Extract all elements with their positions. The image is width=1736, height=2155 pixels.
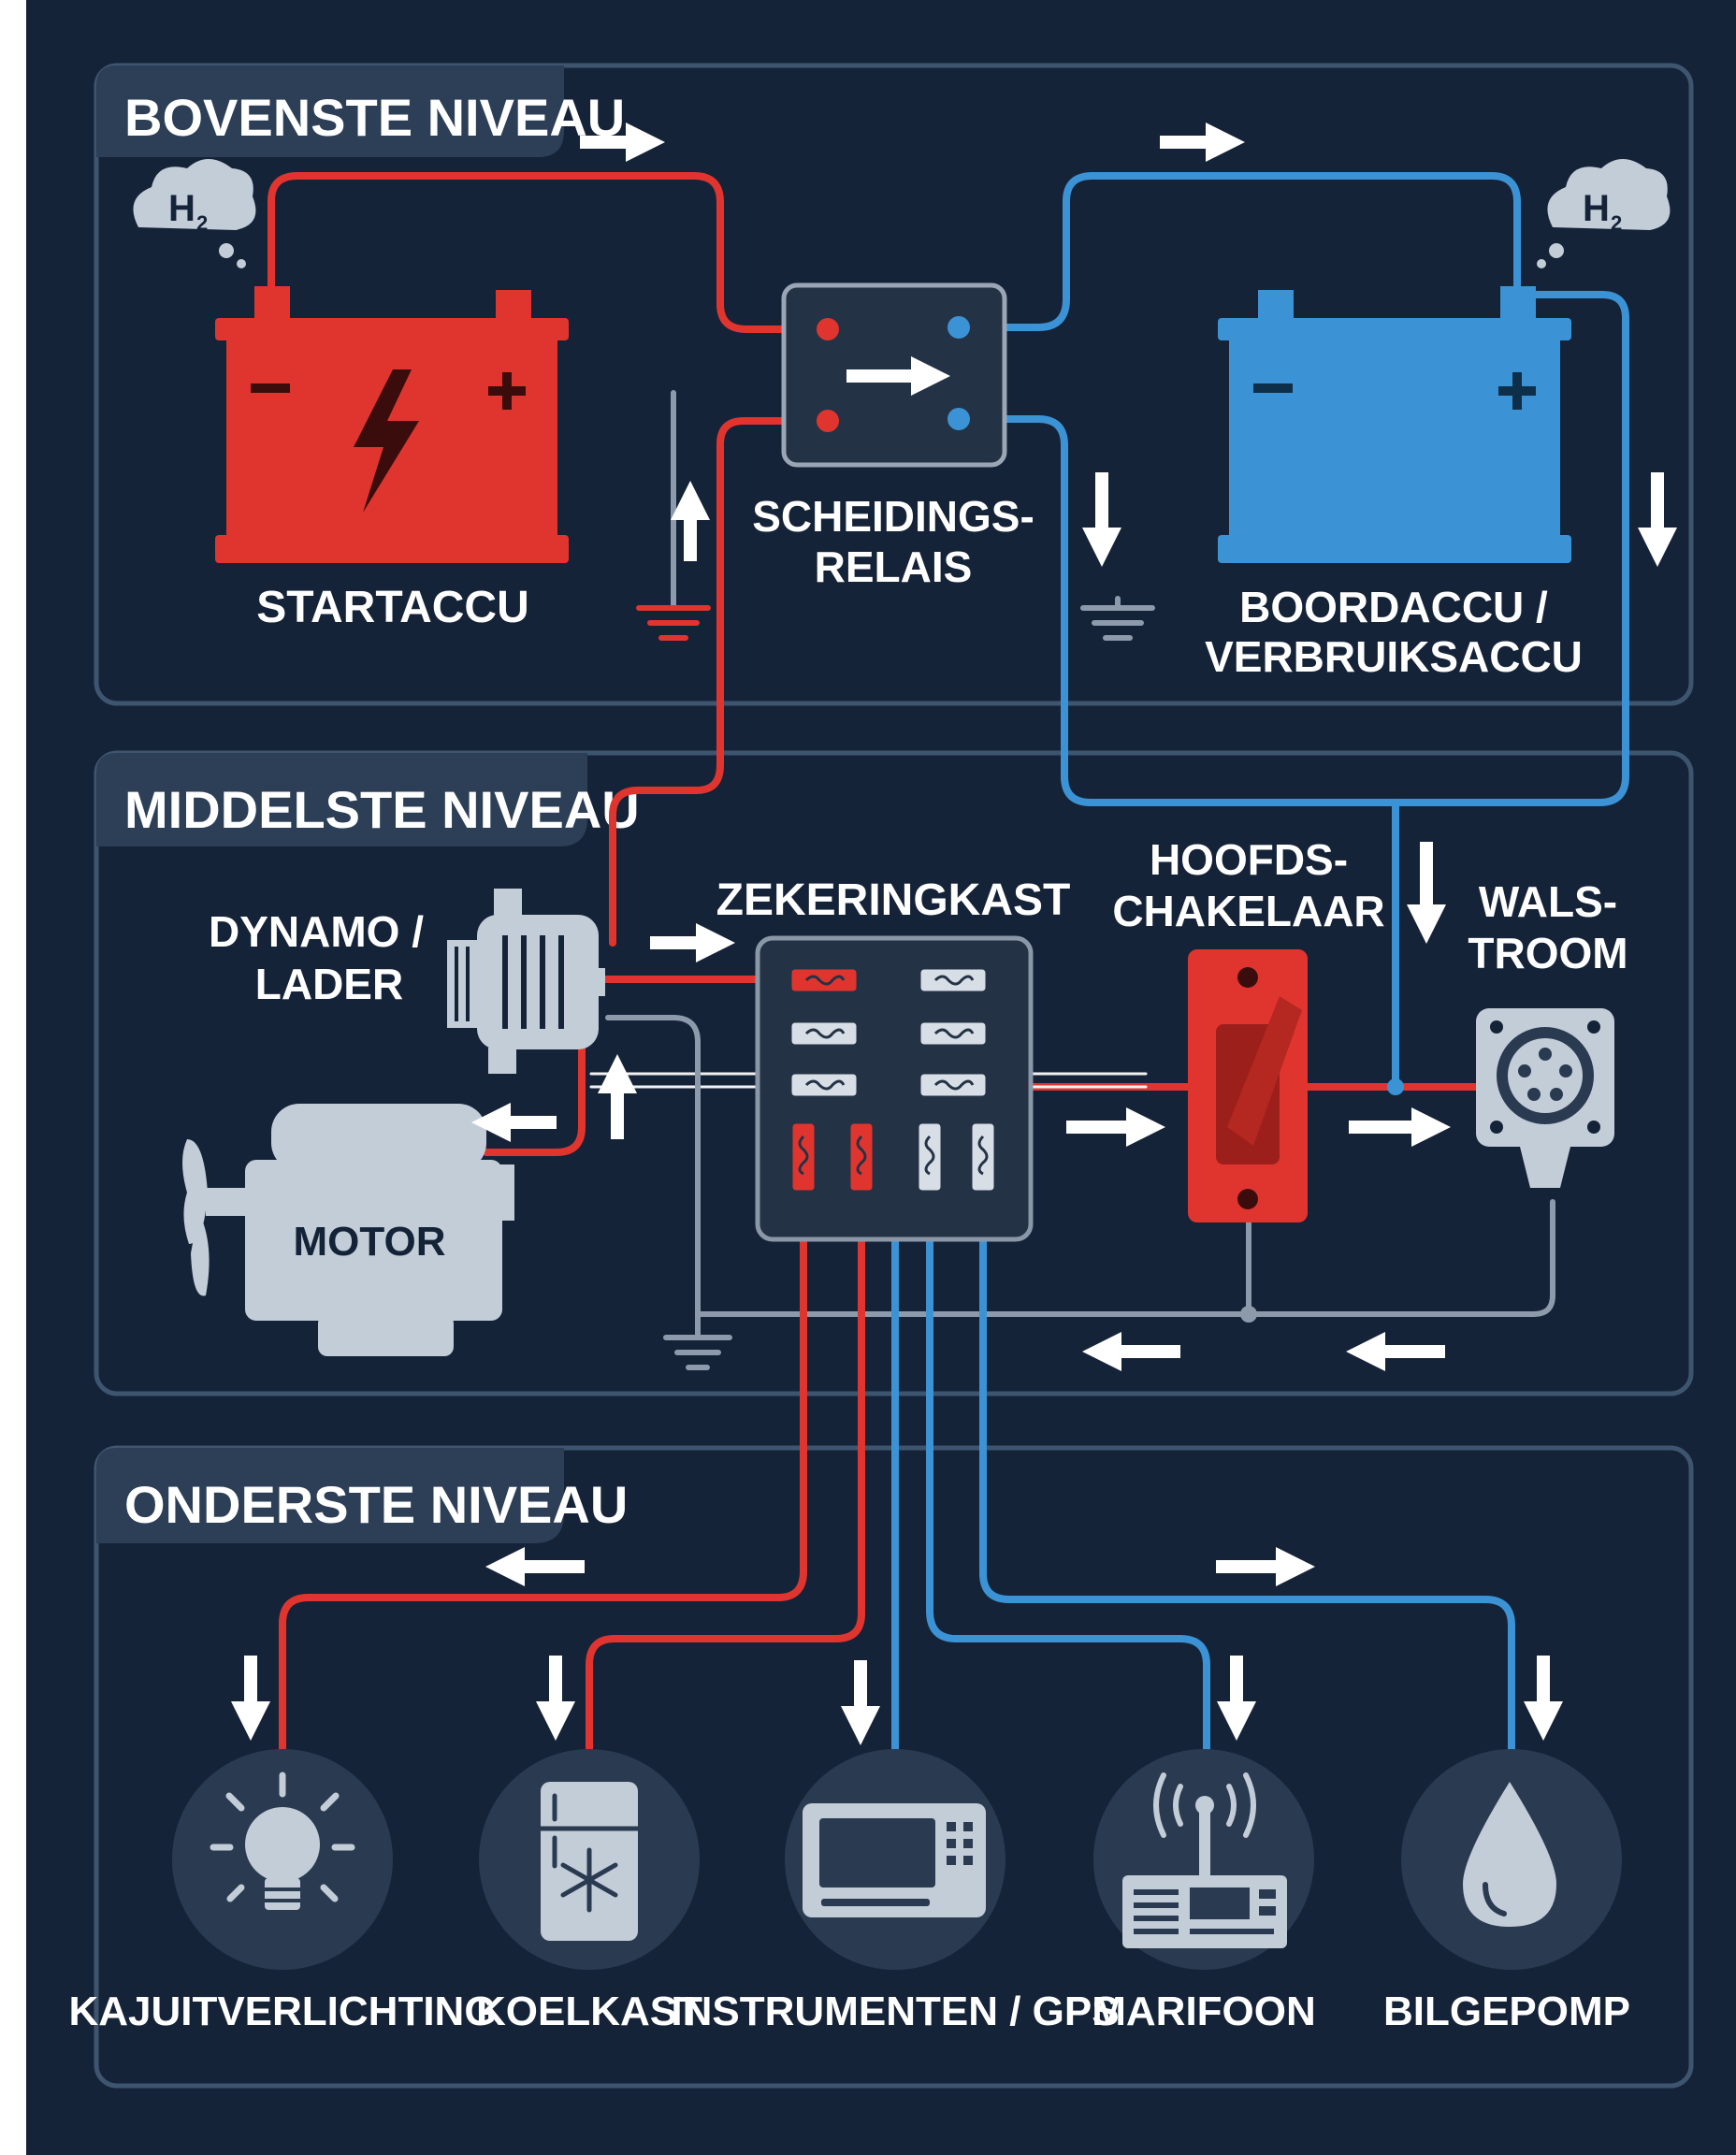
wire-house-loop: [955, 291, 1629, 806]
gas-subscript: 2: [1611, 211, 1622, 235]
house-battery-label-line2: VERBRUIKSACCU: [1205, 632, 1583, 681]
shore-junction-dot: [1387, 1078, 1404, 1095]
level-title-top: BOVENSTE NIVEAU: [124, 88, 625, 147]
consumer-fridge: [479, 1749, 700, 1970]
consumer-gps: [785, 1749, 1005, 1970]
engine-label: MOTOR: [294, 1219, 446, 1265]
panel-bottom: ONDERSTE NIVEAU: [94, 1445, 1694, 2089]
wire-relay-to-house: [955, 172, 1521, 331]
ground-junction-dot: [1240, 1306, 1257, 1323]
light-bulb-icon: [210, 1772, 355, 1910]
consumer-label: BILGEPOMP: [1383, 1989, 1630, 2034]
relay-label-line1: SCHEIDINGS-: [752, 492, 1034, 541]
ground-symbol: [663, 1335, 732, 1370]
alternator-label-line1: DYNAMO /: [209, 907, 424, 956]
wire-feed-fridge: [586, 1212, 865, 1753]
wire-feed-radio: [926, 1212, 1210, 1753]
level-title-middle: MIDDELSTE NIVEAU: [124, 780, 640, 839]
hydrogen-gas-icon: H 2: [1537, 159, 1671, 268]
panel-top: BOVENSTE NIVEAU: [94, 63, 1694, 706]
wire-feed-lighting: [279, 1212, 807, 1753]
wiring: [268, 172, 1629, 1753]
fusebox-icon: [755, 935, 1034, 1242]
ground-symbol: [1080, 605, 1155, 641]
shore-power-inlet-icon: [1476, 1008, 1614, 1188]
vhf-radio-icon: [1122, 1772, 1287, 1948]
flow-arrows-middle: [471, 842, 1451, 1371]
main-switch-label-line1: HOOFDS-: [1150, 835, 1348, 884]
relay-label-line2: RELAIS: [815, 542, 973, 591]
flow-arrows-top: [580, 123, 1677, 567]
gas-label: H: [1583, 188, 1610, 229]
house-battery-icon: [1218, 286, 1571, 563]
wire-relay-to-alternator: [609, 417, 832, 947]
gas-subscript: 2: [196, 211, 208, 235]
consumer-bilge: [1401, 1749, 1622, 1970]
shore-power-label-line1: WALS-: [1479, 877, 1617, 926]
consumer-label: KOELKAST: [476, 1989, 702, 2034]
shore-power-label-line2: TROOM: [1468, 929, 1628, 977]
consumer-radio: [1093, 1749, 1314, 1970]
main-switch-icon[interactable]: [1188, 949, 1308, 1222]
consumer-label: KAJUITVERLICHTING: [68, 1989, 496, 2034]
wire-alternator-to-motor: [483, 1039, 586, 1156]
main-switch-label-line2: CHAKELAAR: [1112, 887, 1384, 935]
gps-display-icon: [803, 1803, 986, 1917]
fridge-icon: [541, 1782, 638, 1941]
start-battery-icon: [215, 286, 569, 563]
wire-feed-bilge: [979, 1212, 1515, 1753]
consumer-label: MARIFOON: [1092, 1989, 1316, 2034]
house-battery-label-line1: BOORDACCU /: [1239, 583, 1548, 631]
left-margin: [0, 0, 26, 2155]
consumer-label: INSTRUMENTEN / GPS: [671, 1989, 1119, 2034]
start-battery-label: STARTACCU: [256, 583, 529, 632]
hydrogen-gas-icon: H 2: [133, 159, 256, 268]
fusebox-label: ZEKERINGKAST: [716, 875, 1071, 925]
alternator-icon: [447, 889, 605, 1074]
level-title-bottom: ONDERSTE NIVEAU: [124, 1475, 628, 1534]
ground-symbol: [636, 605, 711, 641]
isolation-relay-icon: [781, 282, 1007, 468]
water-drop-icon: [1463, 1782, 1556, 1927]
engine-icon: [182, 1104, 514, 1356]
flow-arrows-bottom: [231, 1547, 1563, 1745]
consumer-lighting: [172, 1749, 393, 1970]
wire-start-to-relay: [268, 172, 832, 333]
alternator-label-line2: LADER: [255, 960, 403, 1008]
gas-label: H: [168, 188, 195, 229]
